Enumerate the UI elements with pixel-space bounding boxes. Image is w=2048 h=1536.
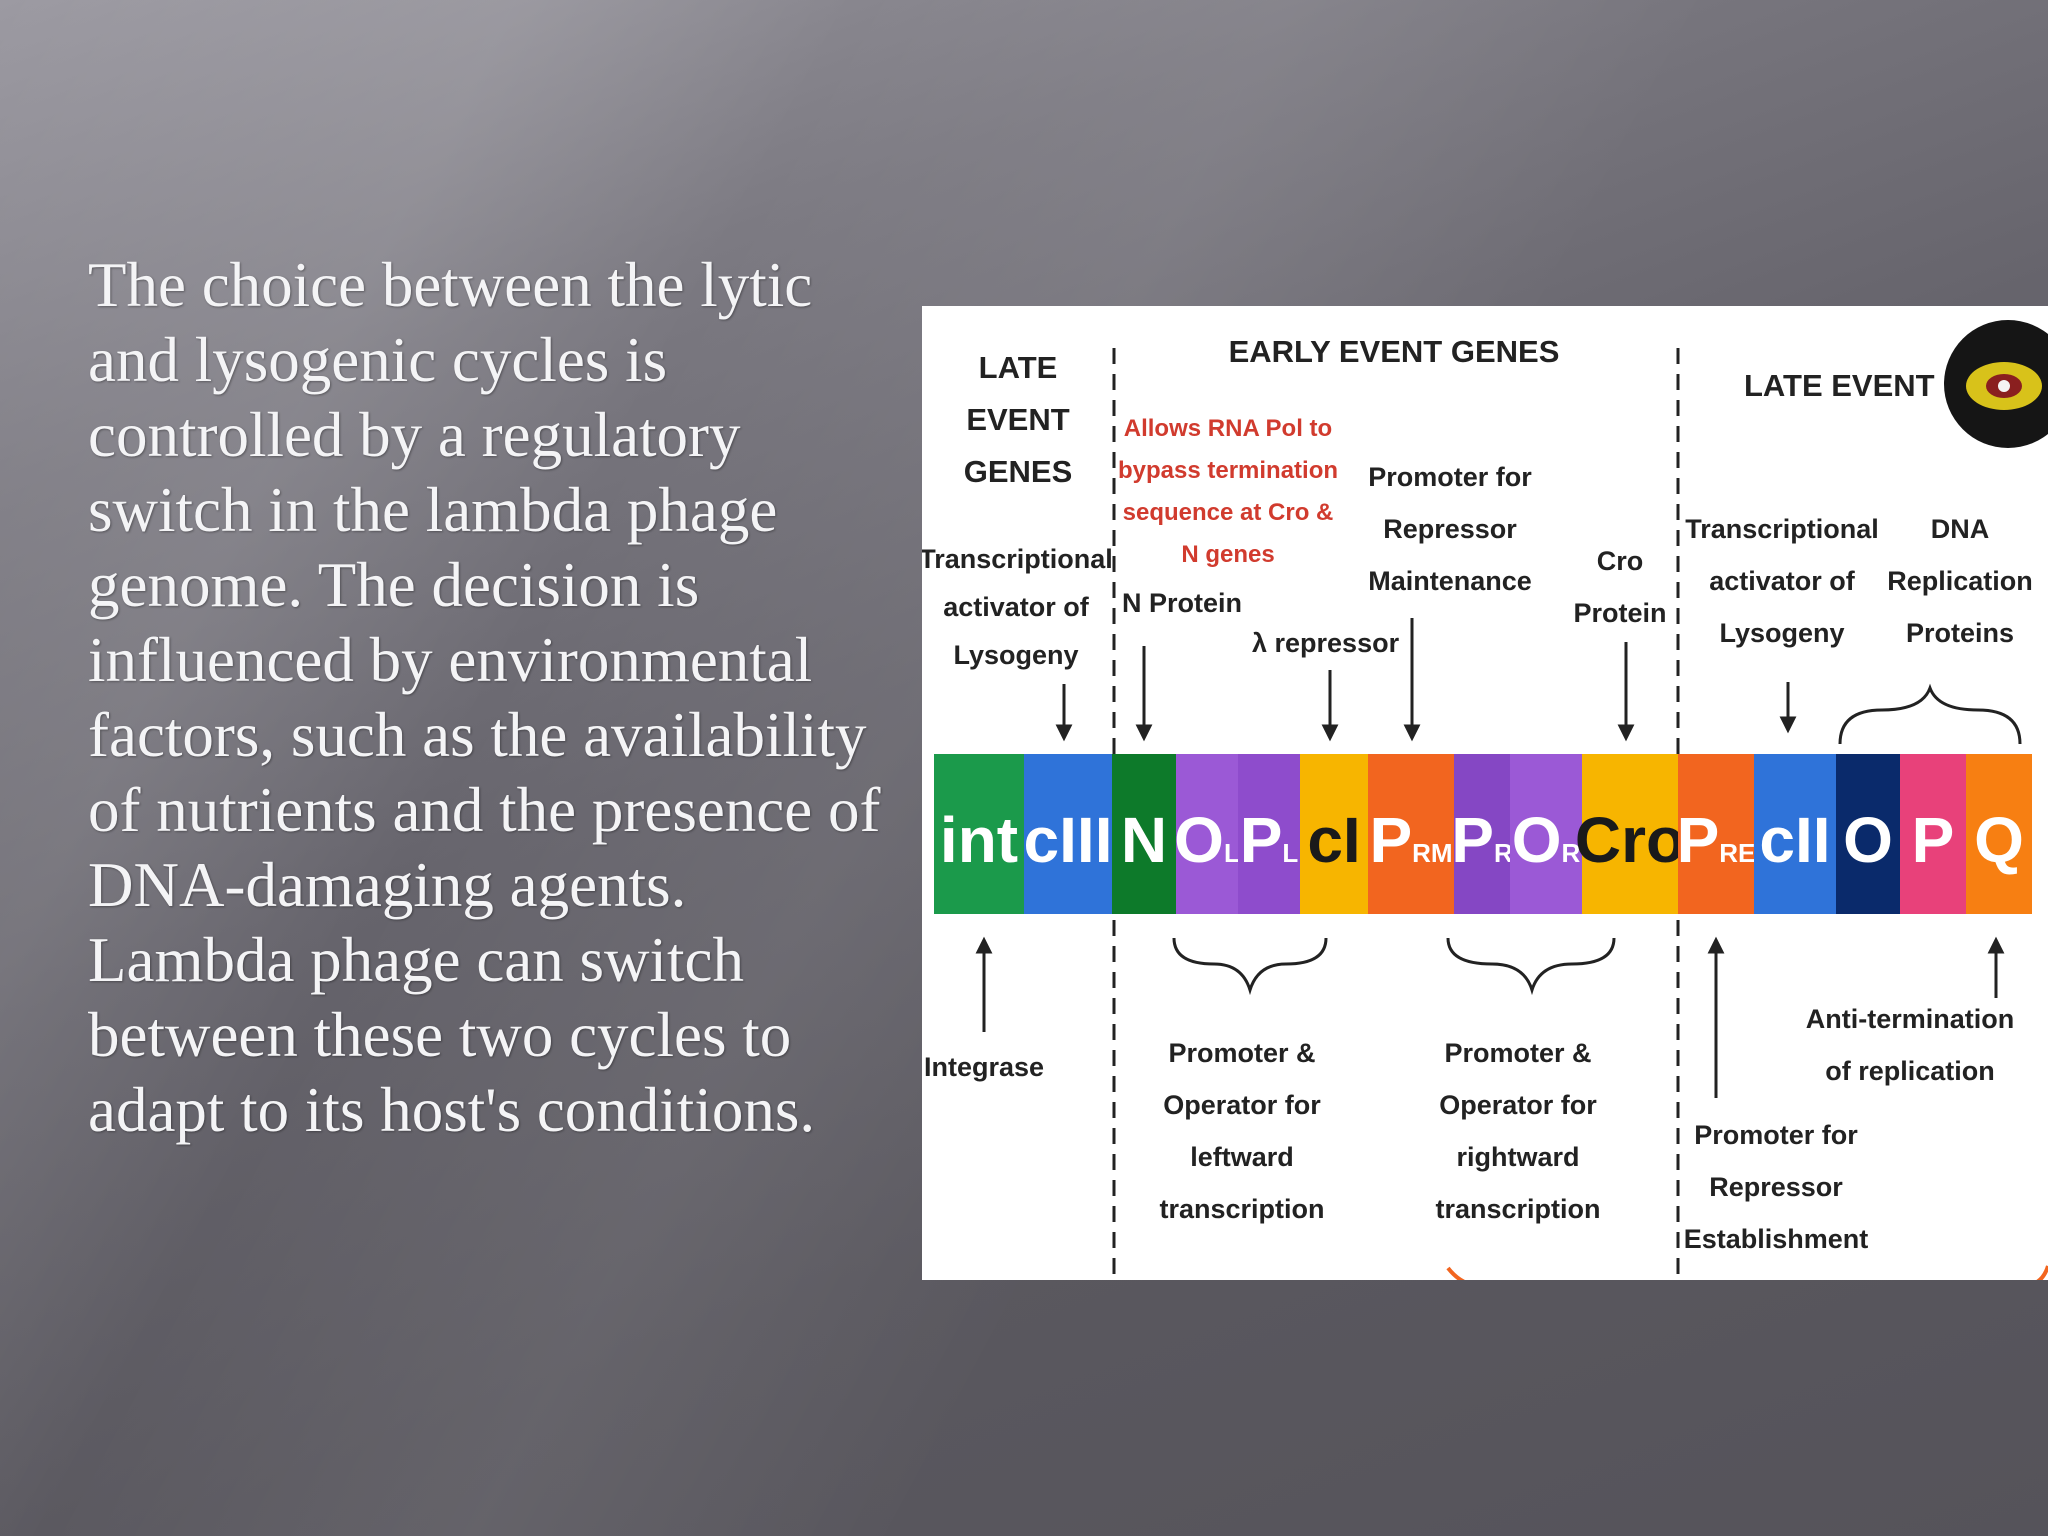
header-late-left: LATE EVENT GENES	[964, 350, 1073, 489]
gene-label-11: cII	[1759, 804, 1830, 876]
channel-logo	[1944, 320, 2048, 448]
cro-protein-2: Protein	[1573, 598, 1666, 628]
rightward-4: transcription	[1435, 1194, 1600, 1224]
promoter-maintenance-1: Promoter for	[1368, 462, 1532, 492]
label-dna-replication: DNA Replication Proteins	[1887, 514, 2033, 648]
establishment-1: Promoter for	[1694, 1120, 1858, 1150]
label-integrase: Integrase	[924, 1052, 1044, 1082]
leftward-1: Promoter &	[1168, 1038, 1315, 1068]
transcriptional-left-1: Transcriptional	[922, 544, 1113, 574]
arrowhead-transcriptional-left	[1055, 724, 1073, 742]
promoter-maintenance-2: Repressor	[1383, 514, 1517, 544]
gene-segment-0	[934, 754, 1024, 914]
label-cro-protein: Cro Protein	[1573, 546, 1666, 628]
gene-segment-9	[1582, 754, 1678, 914]
header-late-left-1: LATE	[979, 350, 1058, 385]
slide-paragraph: The choice between the lytic and lysogen…	[88, 250, 881, 1145]
gene-label-3: OL	[1174, 804, 1240, 876]
gene-label-10: PRE	[1677, 804, 1756, 876]
gene-segment-12	[1836, 754, 1900, 914]
dna-replication-3: Proteins	[1906, 618, 2014, 648]
label-transcriptional-right: Transcriptional activator of Lysogeny	[1685, 514, 1879, 648]
gene-label-5: cI	[1307, 804, 1360, 876]
gene-segment-11	[1754, 754, 1836, 914]
label-antitermination: Anti-termination of replication	[1806, 1004, 2015, 1086]
gene-segment-3	[1176, 754, 1238, 914]
bottom-arrows	[975, 936, 2005, 1098]
cro-protein-1: Cro	[1597, 546, 1644, 576]
arrowhead-promoter-maintenance	[1403, 724, 1421, 742]
establishment-3: Establishment	[1684, 1224, 1869, 1254]
transcriptional-right-3: Lysogeny	[1719, 618, 1844, 648]
gene-label-14: Q	[1974, 804, 2024, 876]
arrowhead-lambda-repressor	[1321, 724, 1339, 742]
gene-segment-2	[1112, 754, 1176, 914]
gene-label-13: P	[1912, 804, 1955, 876]
gene-label-1: cIII	[1024, 804, 1113, 876]
arrowhead-cro-protein	[1617, 724, 1635, 742]
label-rightward: Promoter & Operator for rightward transc…	[1435, 1038, 1600, 1224]
label-n-protein: N Protein	[1122, 588, 1242, 618]
establishment-2: Repressor	[1709, 1172, 1843, 1202]
gene-label-6: PRM	[1369, 804, 1452, 876]
allows-rna-2: bypass termination	[1118, 457, 1338, 484]
transcriptional-left-2: activator of	[943, 592, 1090, 622]
gene-segment-4	[1238, 754, 1300, 914]
allows-rna-3: sequence at Cro &	[1123, 499, 1334, 526]
label-lambda-repressor: λ repressor	[1252, 628, 1400, 658]
rightward-2: Operator for	[1439, 1090, 1597, 1120]
gene-segment-1	[1024, 754, 1112, 914]
gene-segment-8	[1510, 754, 1582, 914]
transcriptional-left-3: Lysogeny	[953, 640, 1078, 670]
gene-label-4: PL	[1240, 804, 1299, 876]
lambda-genome-diagram: LATE EVENT GENES EARLY EVENT GENES LATE …	[922, 306, 2048, 1280]
allows-rna-4: N genes	[1181, 541, 1274, 568]
gene-segment-7	[1454, 754, 1510, 914]
header-late-left-3: GENES	[964, 454, 1073, 489]
gene-label-9: Cro	[1575, 804, 1685, 876]
rightward-1: Promoter &	[1444, 1038, 1591, 1068]
gene-label-8: OR	[1512, 804, 1581, 876]
allows-rna-1: Allows RNA Pol to	[1124, 415, 1332, 442]
label-leftward: Promoter & Operator for leftward transcr…	[1159, 1038, 1324, 1224]
header-late-left-2: EVENT	[966, 402, 1069, 437]
rightward-3: rightward	[1456, 1142, 1579, 1172]
gene-label-0: int	[940, 804, 1018, 876]
gene-segment-14	[1966, 754, 2032, 914]
gene-label-2: N	[1121, 804, 1167, 876]
brace-dna-replication	[1838, 683, 2022, 745]
dna-replication-2: Replication	[1887, 566, 2033, 596]
antitermination-1: Anti-termination	[1806, 1004, 2015, 1034]
dna-replication-1: DNA	[1931, 514, 1990, 544]
arrowhead-transcriptional-right	[1779, 716, 1797, 734]
arrowhead-establishment	[1707, 936, 1725, 954]
leftward-2: Operator for	[1163, 1090, 1321, 1120]
brace-leftward	[1172, 937, 1328, 996]
arrowhead-antitermination	[1987, 936, 2005, 954]
diagram-svg: LATE EVENT GENES EARLY EVENT GENES LATE …	[922, 320, 2048, 1280]
transcriptional-right-1: Transcriptional	[1685, 514, 1879, 544]
label-establishment: Promoter for Repressor Establishment	[1684, 1120, 1869, 1254]
label-promoter-maintenance: Promoter for Repressor Maintenance	[1368, 462, 1532, 596]
gene-label-7: PR	[1451, 804, 1513, 876]
label-transcriptional-left: Transcriptional activator of Lysogeny	[922, 544, 1113, 670]
gene-label-12: O	[1843, 804, 1893, 876]
gene-segment-13	[1900, 754, 1966, 914]
gene-segment-6	[1368, 754, 1454, 914]
leftward-4: transcription	[1159, 1194, 1324, 1224]
gene-segment-5	[1300, 754, 1368, 914]
gene-segment-10	[1678, 754, 1754, 914]
promoter-maintenance-3: Maintenance	[1368, 566, 1532, 596]
lytic-curve	[1446, 1265, 2048, 1280]
label-allows-rna-pol: Allows RNA Pol to bypass termination seq…	[1118, 415, 1338, 568]
transcriptional-right-2: activator of	[1709, 566, 1856, 596]
arrowhead-integrase	[975, 936, 993, 954]
header-early-event-genes: EARLY EVENT GENES	[1229, 334, 1560, 369]
leftward-3: leftward	[1190, 1142, 1294, 1172]
brace-rightward	[1446, 937, 1616, 996]
antitermination-2: of replication	[1825, 1056, 1995, 1086]
arrowhead-n-protein	[1135, 724, 1153, 742]
top-arrows	[1055, 618, 1797, 742]
